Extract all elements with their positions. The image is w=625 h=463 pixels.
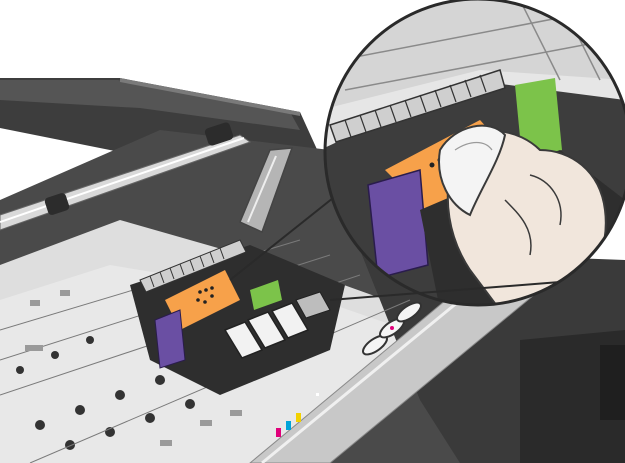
purple-latch bbox=[155, 310, 185, 368]
purple-latch-magnified bbox=[368, 170, 428, 278]
